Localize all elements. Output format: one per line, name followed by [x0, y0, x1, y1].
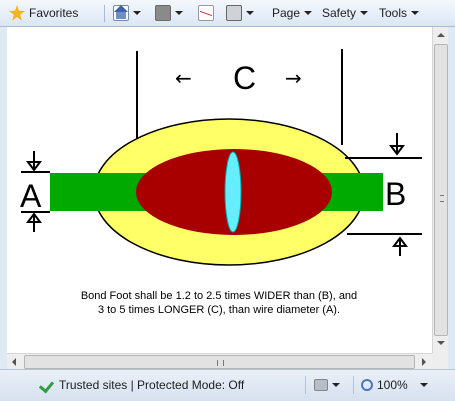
label-c: C: [233, 60, 256, 96]
read-mail-button[interactable]: [198, 0, 214, 26]
status-separator: [305, 376, 306, 394]
a-arrow-down-head: [26, 161, 42, 172]
chevron-down-icon: [360, 11, 369, 15]
toolbar-separator: [104, 5, 105, 22]
security-zone[interactable]: Trusted sites | Protected Mode: Off: [40, 370, 244, 400]
scroll-left-icon[interactable]: [12, 358, 16, 366]
center-lens: [224, 151, 242, 233]
protected-mode-button[interactable]: [314, 370, 340, 400]
chevron-down-icon: [304, 11, 313, 15]
chevron-down-icon: [419, 383, 428, 387]
c-arrow-left: ←: [175, 66, 192, 90]
vertical-scroll-thumb[interactable]: [434, 44, 448, 336]
tools-menu[interactable]: Tools: [379, 0, 420, 26]
caption-line-2: 3 to 5 times LONGER (C), than wire diame…: [98, 304, 340, 316]
page-menu-label: Page: [272, 6, 301, 20]
chevron-down-icon: [411, 11, 420, 15]
label-b: B: [385, 176, 406, 212]
star-icon: [9, 5, 25, 21]
chevron-down-icon: [175, 11, 183, 15]
grip-icon: [217, 360, 224, 366]
scroll-down-icon[interactable]: [437, 341, 445, 345]
home-icon: [113, 5, 129, 21]
favorites-button[interactable]: Favorites: [9, 0, 78, 26]
b-arrow-down-head: [389, 145, 405, 156]
a-arrow-up-head: [26, 212, 42, 223]
chevron-down-icon: [133, 11, 141, 15]
scroll-right-icon[interactable]: [422, 358, 426, 366]
caption-line-1: Bond Foot shall be 1.2 to 2.5 times WIDE…: [81, 290, 357, 302]
security-zone-text: Trusted sites | Protected Mode: Off: [59, 378, 245, 392]
b-arrow-up-head: [392, 236, 408, 247]
zoom-level: 100%: [377, 378, 408, 392]
page-content: ← → C A B Bond Foot shall be 1.2 to 2.5 …: [7, 27, 432, 353]
chevron-down-icon: [246, 11, 254, 15]
shield-lock-icon: [314, 379, 328, 391]
print-button[interactable]: [226, 0, 254, 26]
tools-menu-label: Tools: [379, 6, 408, 20]
grip-icon: [440, 195, 444, 202]
safety-menu[interactable]: Safety: [322, 0, 369, 26]
printer-icon: [226, 5, 242, 21]
status-bar: Trusted sites | Protected Mode: Off 100%: [0, 369, 455, 401]
command-bar: Favorites Page Safety Tools: [0, 0, 455, 27]
status-separator: [353, 376, 354, 394]
safety-menu-label: Safety: [322, 6, 357, 20]
page-menu[interactable]: Page: [272, 0, 313, 26]
favorites-label: Favorites: [29, 6, 79, 20]
home-button[interactable]: [113, 0, 141, 26]
horizontal-scroll-thumb[interactable]: [24, 355, 415, 369]
zoom-button[interactable]: 100%: [361, 370, 428, 400]
label-a: A: [20, 178, 42, 214]
horizontal-scrollbar[interactable]: [7, 353, 432, 369]
vertical-scrollbar[interactable]: [432, 27, 448, 353]
feeds-button[interactable]: [155, 0, 183, 26]
c-arrow-right: →: [285, 66, 302, 90]
chevron-down-icon: [332, 383, 340, 387]
bond-foot-diagram: ← → C A B Bond Foot shall be 1.2 to 2.5 …: [20, 49, 422, 316]
magnifier-icon: [361, 379, 373, 391]
scroll-up-icon[interactable]: [437, 33, 445, 37]
scrollbar-corner: [432, 353, 448, 369]
checkmark-icon: [40, 379, 54, 391]
rss-icon: [155, 5, 171, 21]
mail-icon: [198, 5, 214, 21]
